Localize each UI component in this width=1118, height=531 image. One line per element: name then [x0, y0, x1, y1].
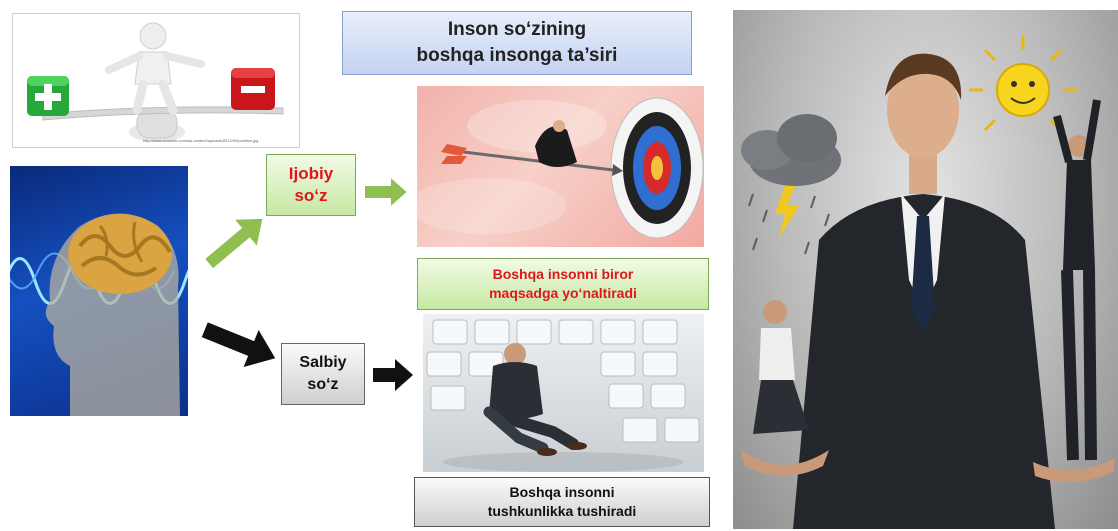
negative-word-line-2: so‘z [307, 376, 339, 393]
black-arrow-right-icon [373, 359, 413, 391]
arrow-target-image [417, 86, 704, 247]
green-arrow-right-icon [363, 174, 410, 210]
positive-result-box: Boshqa insonni biror maqsadga yo‘naltira… [417, 258, 709, 310]
sun-icon [969, 36, 1077, 132]
black-arrow-down-icon [201, 322, 276, 368]
positive-word-line-1: Ijobiy [288, 164, 334, 183]
balance-scale-image: http://www.wmsinfo.com/wp-content/upload… [12, 13, 300, 148]
brain-head-image [10, 166, 188, 416]
negative-result-line-1: Boshqa insonni [509, 484, 615, 500]
negative-word-line-1: Salbiy [299, 354, 347, 371]
green-arrow-up-icon [202, 216, 265, 271]
title-line-1: Inson so‘zining [447, 19, 587, 40]
storm-cloud-icon [741, 114, 841, 255]
page-title: Inson so‘zining boshqa insonga ta’siri [342, 11, 692, 75]
positive-word-line-2: so‘z [294, 186, 328, 205]
sad-man-keyboard-image [423, 314, 704, 472]
title-line-2: boshqa insonga ta’siri [416, 45, 618, 66]
businessman-image [733, 10, 1118, 529]
positive-result-line-2: maqsadga yo‘naltiradi [489, 285, 637, 301]
positive-word-box: Ijobiy so‘z [266, 154, 356, 216]
negative-result-box: Boshqa insonni tushkunlikka tushiradi [414, 477, 710, 527]
positive-result-line-1: Boshqa insonni biror [492, 266, 634, 282]
negative-result-line-2: tushkunlikka tushiradi [487, 503, 637, 519]
negative-word-box: Salbiy so‘z [281, 343, 365, 405]
